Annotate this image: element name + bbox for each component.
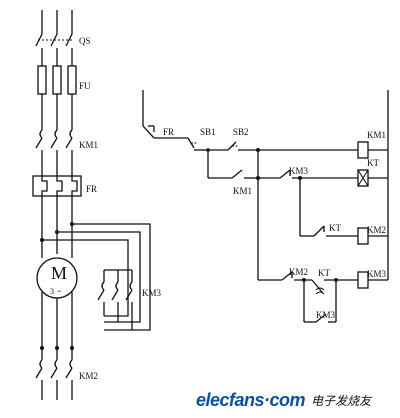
sb2-start-button — [206, 141, 258, 152]
watermark-site: elecfans·com — [196, 389, 306, 410]
qs-label: QS — [79, 36, 91, 46]
sb1-label: SB1 — [200, 127, 216, 137]
km2-coil-label: KM2 — [367, 225, 386, 235]
km3-main-label: KM3 — [142, 288, 162, 298]
sb2-label: SB2 — [233, 127, 249, 137]
km3-nc-label: KM3 — [289, 166, 309, 176]
motor-phase-label: 3 — [50, 287, 54, 296]
watermark-cn: 电子发烧友 — [311, 393, 372, 408]
km3-coil-label: KM3 — [367, 269, 387, 279]
kt-nc-contact — [298, 176, 358, 237]
fu-label: FU — [79, 81, 91, 91]
km3-hold-label: KM3 — [316, 310, 336, 320]
kt-timed-label: KT — [318, 268, 330, 278]
km1-aux-label: KM1 — [233, 186, 252, 196]
delta-wiring — [40, 222, 151, 331]
kt-nc-label: KT — [329, 223, 341, 233]
fuses — [37, 65, 77, 130]
motor-tilde-label: ~ — [57, 287, 62, 296]
kt-timed-contact — [311, 278, 358, 295]
motor: M 3 ~ — [36, 257, 78, 360]
km3-hold-contact — [303, 280, 337, 323]
watermark: elecfans·com 电子发烧友 — [196, 389, 371, 411]
power-circuit: QS FU KM1 — [32, 10, 162, 400]
km3-nc-contact — [258, 169, 358, 179]
sb1-stop-button — [187, 137, 209, 178]
km3-coil — [357, 271, 388, 289]
kt-coil — [357, 169, 388, 187]
fr-thermal-relay — [32, 175, 82, 240]
km1-main-label: KM1 — [79, 140, 98, 150]
km2-nc-label: KM2 — [289, 267, 308, 277]
motor-m-label: M — [51, 263, 67, 283]
km2-main-label: KM2 — [79, 371, 98, 381]
fr-main-label: FR — [86, 184, 97, 194]
fr-nc-contact — [142, 125, 188, 139]
control-circuit: FR SB1 SB2 KM1 — [142, 90, 389, 323]
km1-coil — [357, 141, 388, 159]
km2-coil — [357, 227, 388, 245]
fr-ctrl-label: FR — [163, 127, 174, 137]
kt-coil-label: KT — [367, 158, 379, 168]
km1-coil-label: KM1 — [367, 130, 386, 140]
km1-hold-contact — [208, 148, 260, 179]
qs-switch — [35, 33, 74, 66]
km2-main-contacts — [35, 346, 74, 400]
km1-main-contacts — [35, 129, 73, 176]
km3-star-contacts — [97, 269, 133, 330]
